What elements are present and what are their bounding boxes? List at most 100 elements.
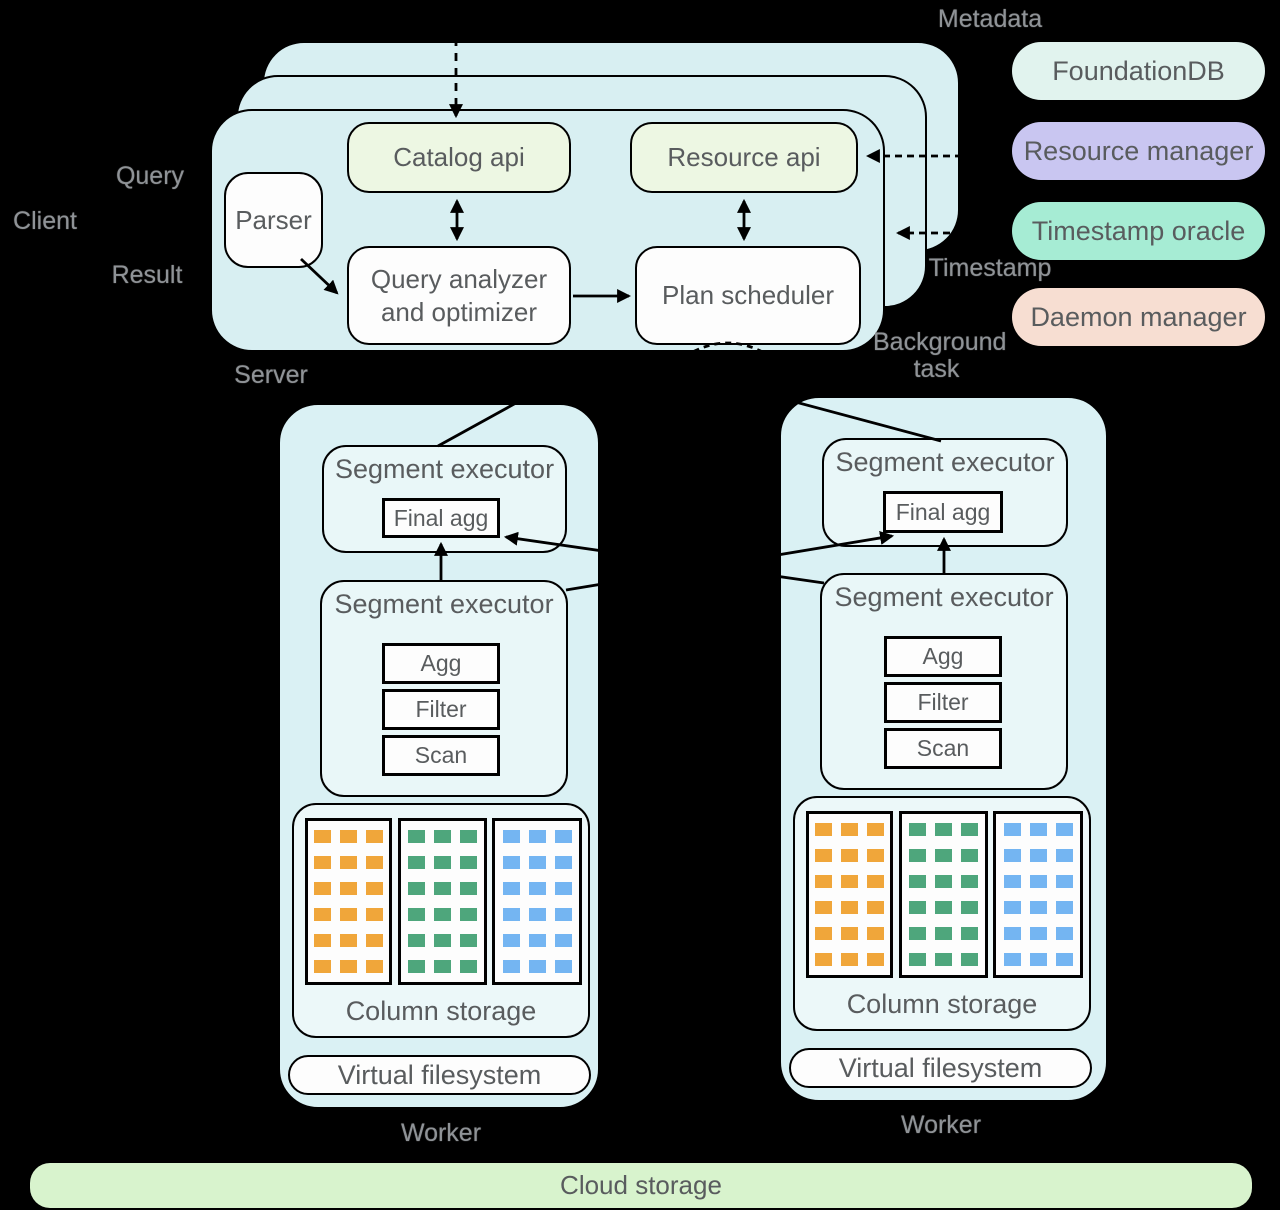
storage-cell [815,875,832,888]
legend-resource-manager: Resource manager [1012,122,1265,180]
worker-1-column-file-green [398,818,487,985]
query-analyzer-box: Query analyzer and optimizer [347,246,571,345]
storage-cell [460,960,477,973]
segment-executor-label: Segment executor [334,454,555,484]
storage-cell [408,960,425,973]
label-worker-2: Worker [900,1111,982,1139]
storage-cell [502,960,520,973]
storage-cell [502,882,520,895]
worker-2-final-agg: Final agg [883,491,1003,533]
legend-resource-manager-label: Resource manager [1023,135,1254,166]
storage-cell [314,856,331,869]
storage-cell [408,830,425,843]
storage-cell [434,830,451,843]
label-client: Client [13,207,77,235]
storage-cell [1055,953,1073,966]
legend-timestamp-oracle: Timestamp oracle [1012,202,1265,260]
storage-cell [961,927,978,940]
storage-cell [314,830,331,843]
storage-cell [909,901,926,914]
storage-cell [815,953,832,966]
storage-cell [1003,953,1021,966]
legend-foundationdb-label: FoundationDB [1052,55,1225,86]
storage-cell [841,901,858,914]
worker-2-column-file-blue [993,811,1083,978]
storage-cell [841,823,858,836]
catalog-api-box: Catalog api [347,122,571,193]
cloud-storage-bar: Cloud storage [30,1163,1252,1208]
label-background-task: Background task [873,328,1007,383]
storage-cell [314,934,331,947]
storage-cell [1055,927,1073,940]
storage-cell [366,908,383,921]
storage-cell [909,823,926,836]
worker-1-column-file-blue [492,818,582,985]
storage-cell [935,849,952,862]
storage-cell [502,830,520,843]
storage-cell [935,823,952,836]
virtual-filesystem-label: Virtual filesystem [337,1059,542,1090]
label-metadata: Metadata [937,5,1043,33]
parser-box: Parser [224,172,323,268]
storage-cell [434,960,451,973]
column-storage-label: Column storage [345,996,537,1026]
label-server: Server [234,361,308,389]
storage-cell [1029,875,1047,888]
legend-daemon-manager: Daemon manager [1012,288,1265,346]
storage-cell [554,934,572,947]
storage-cell [434,908,451,921]
storage-cell [867,875,884,888]
storage-cell [961,849,978,862]
storage-cell [502,908,520,921]
storage-cell [909,927,926,940]
storage-cell [1055,849,1073,862]
storage-cell [909,953,926,966]
worker-1-filter: Filter [382,689,500,730]
storage-cell [460,908,477,921]
storage-cell [366,882,383,895]
storage-cell [366,856,383,869]
agg-label: Agg [922,643,964,669]
storage-cell [460,882,477,895]
storage-cell [867,953,884,966]
segment-executor-label: Segment executor [334,589,554,619]
storage-cell [841,875,858,888]
legend-timestamp-oracle-label: Timestamp oracle [1031,215,1246,246]
scan-label: Scan [414,742,468,768]
storage-cell [314,908,331,921]
final-agg-label: Final agg [895,498,991,525]
storage-cell [961,875,978,888]
legend-daemon-manager-label: Daemon manager [1030,301,1247,332]
worker-1-final-agg: Final agg [382,498,500,538]
storage-cell [434,856,451,869]
storage-cell [1003,927,1021,940]
storage-cell [554,960,572,973]
storage-cell [815,849,832,862]
storage-cell [528,856,546,869]
query-analyzer-label: Query analyzer and optimizer [370,263,548,327]
storage-cell [434,882,451,895]
storage-cell [841,927,858,940]
resource-api-label: Resource api [667,142,821,172]
storage-cell [366,934,383,947]
storage-cell [366,830,383,843]
storage-cell [867,927,884,940]
worker-2-agg: Agg [884,636,1002,677]
storage-cell [340,830,357,843]
storage-cell [554,856,572,869]
storage-cell [314,882,331,895]
storage-cell [554,830,572,843]
storage-cell [1029,823,1047,836]
cloud-storage-label: Cloud storage [560,1170,722,1200]
storage-cell [434,934,451,947]
final-agg-label: Final agg [393,504,489,531]
storage-cell [1029,849,1047,862]
legend-foundationdb: FoundationDB [1012,42,1265,100]
storage-cell [935,901,952,914]
worker-2-scan: Scan [884,728,1002,769]
worker-2-filter: Filter [884,682,1002,723]
virtual-filesystem-label: Virtual filesystem [838,1052,1043,1083]
storage-cell [528,882,546,895]
storage-cell [841,953,858,966]
